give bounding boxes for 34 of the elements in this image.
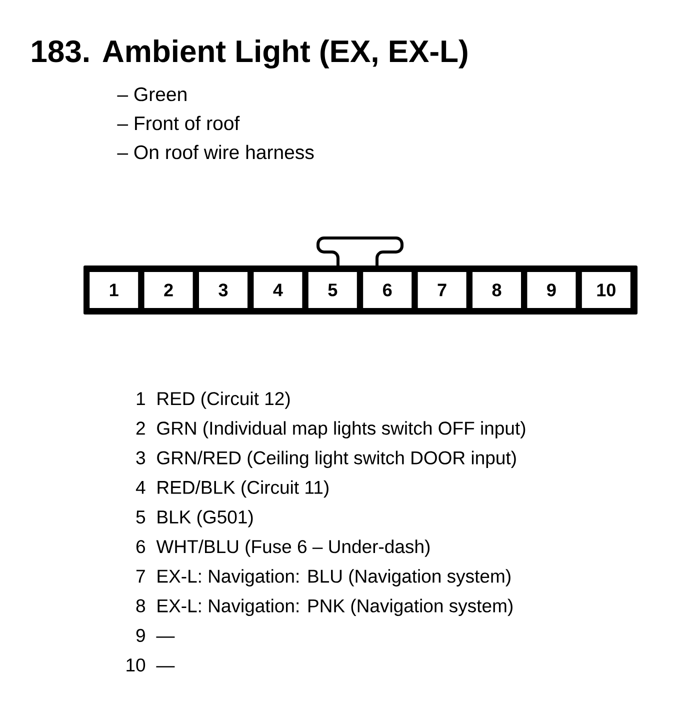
pin-cell: 5 — [308, 272, 357, 308]
pin-number: 7 — [136, 570, 145, 583]
pin-description: WHT/BLU (Fuse 6 – Under-dash) — [156, 540, 430, 557]
pin-cell: 9 — [527, 272, 576, 308]
pin-description: GRN (Individual map lights switch OFF input) — [157, 421, 526, 438]
note: – On roof wire harness — [117, 144, 314, 160]
pin-number: 10 — [126, 658, 146, 672]
pin-number: 8 — [136, 599, 145, 612]
pin-number: 6 — [136, 540, 145, 554]
pin-cell: 4 — [254, 272, 302, 308]
pin-description: — — [156, 636, 175, 638]
pin-number: 1 — [136, 392, 145, 405]
pin-cell: 10 — [582, 272, 630, 308]
pin-cell: 8 — [472, 272, 521, 308]
pin-description: EX-L: Navigation: BLU (Navigation system) — [158, 569, 510, 586]
pin-description: — — [156, 666, 175, 668]
pin-number: 5 — [136, 510, 146, 524]
pin-number: 2 — [136, 422, 145, 435]
note: – Front of roof — [117, 116, 240, 130]
title: 183. Ambient Light (EX, EX-L) — [32, 40, 468, 69]
note: – Green — [117, 87, 186, 102]
pin-cell: 2 — [144, 272, 193, 308]
pin-description: GRN/RED (Ceiling light switch DOOR input) — [157, 450, 516, 468]
pin-description: RED/BLK (Circuit 11) — [158, 480, 328, 498]
pin-cell: 6 — [363, 272, 412, 308]
pin-number: 9 — [136, 628, 145, 642]
pin-number: 3 — [136, 451, 145, 464]
pin-number: 4 — [136, 481, 146, 494]
pin-description: BLK (G501) — [158, 510, 253, 528]
pin-description: EX-L: Navigation: PNK (Navigation system) — [158, 598, 512, 616]
pin-description: RED (Circuit 12) — [158, 392, 290, 409]
pin-cell: 3 — [199, 272, 248, 308]
pin-cell: 7 — [418, 272, 466, 308]
pin-cell: 1 — [90, 272, 138, 308]
